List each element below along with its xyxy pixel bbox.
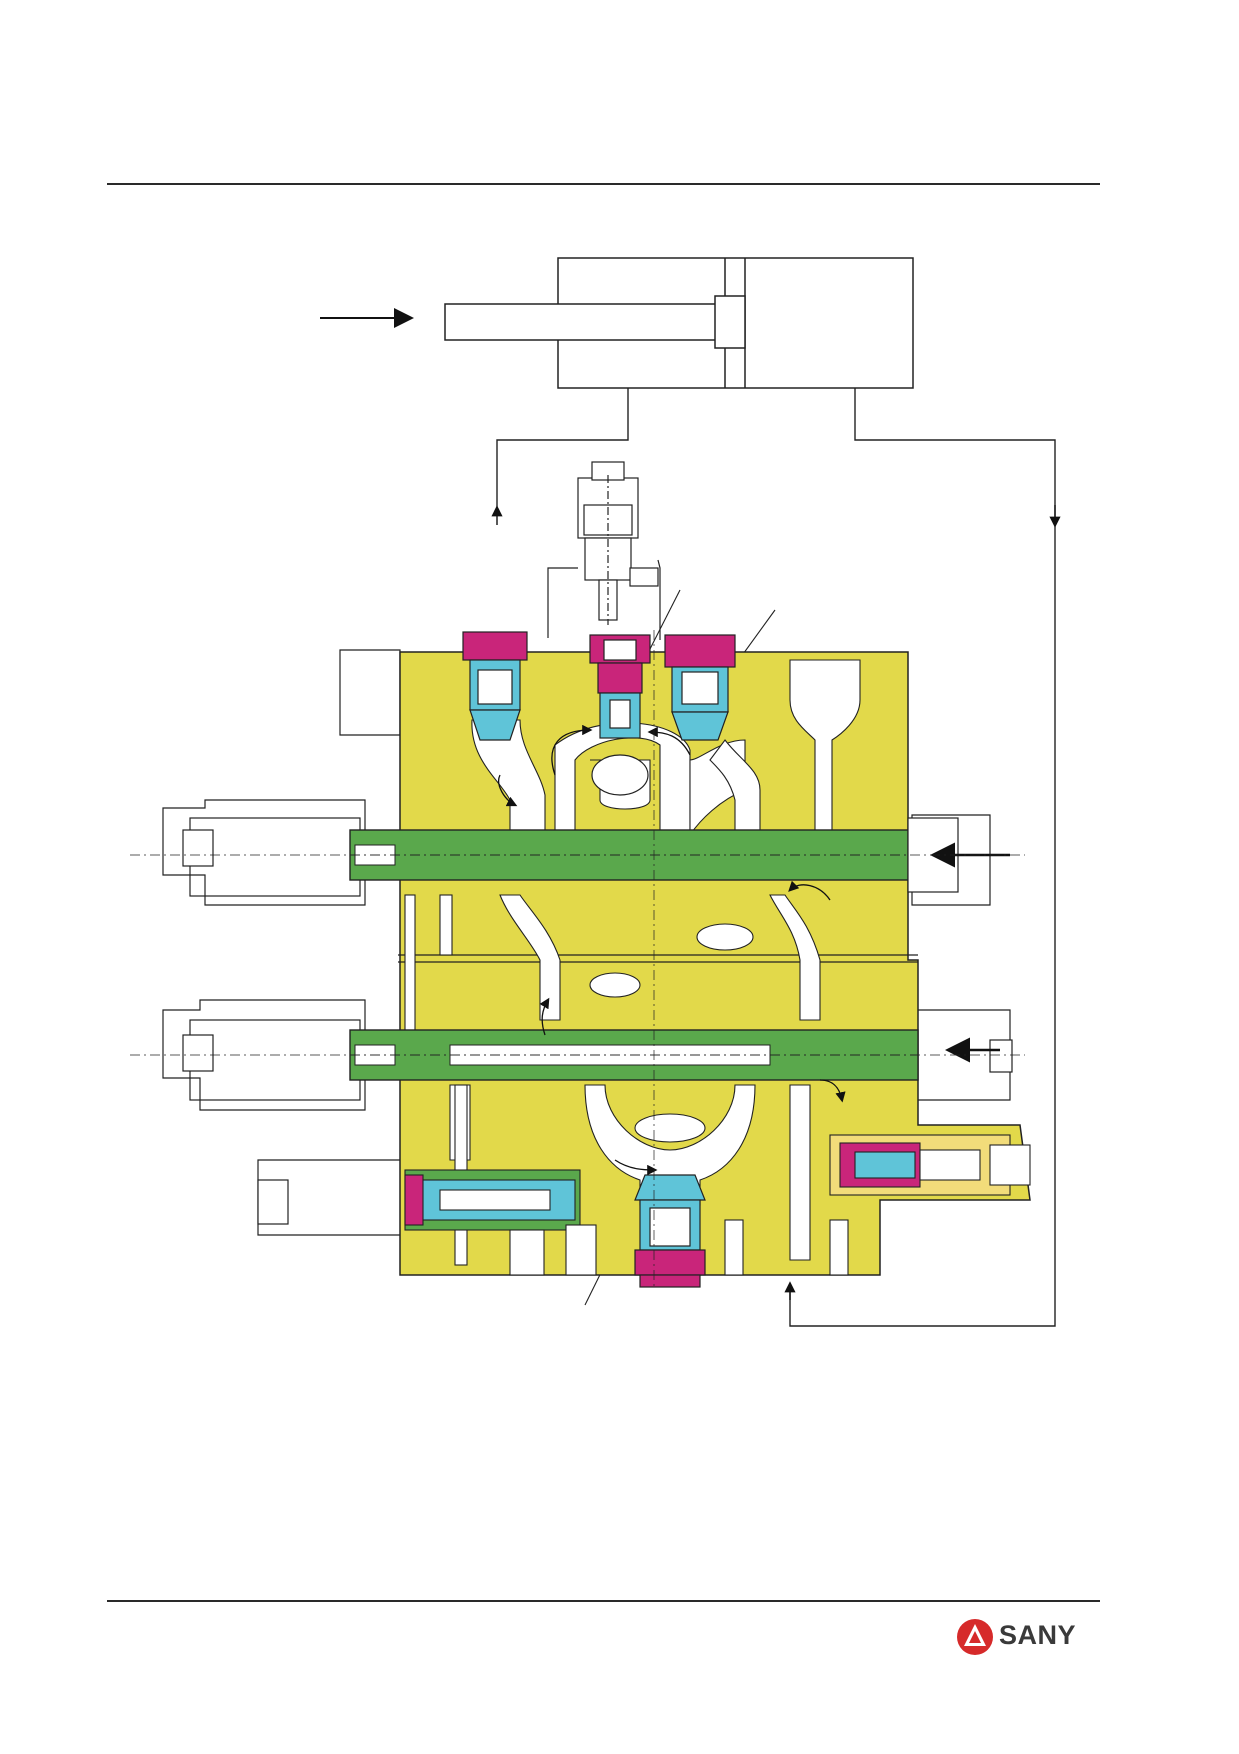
relief-valve-right bbox=[829, 1134, 1031, 1196]
pilot-spool-left bbox=[404, 1169, 581, 1231]
brand-name: SANY bbox=[999, 1620, 1077, 1650]
centerlines bbox=[130, 630, 1025, 1290]
header-rule bbox=[107, 183, 1100, 185]
footer-rule bbox=[107, 1600, 1100, 1602]
flow-arrow-icon bbox=[498, 724, 846, 1176]
sany-logo: SANY bbox=[955, 1617, 1105, 1659]
hydraulic-lines bbox=[496, 388, 1056, 1327]
check-valve-center bbox=[589, 634, 651, 796]
check-valve-left bbox=[462, 631, 528, 741]
pilot-valve-top bbox=[547, 461, 661, 640]
sany-logo-mark-icon bbox=[957, 1619, 993, 1655]
internal-passages bbox=[404, 659, 861, 1266]
check-valve-right bbox=[664, 634, 736, 741]
bottom-plugs bbox=[509, 1219, 849, 1276]
left-spring-housings bbox=[162, 649, 406, 1236]
hydraulic-cylinder bbox=[444, 257, 914, 389]
piston-rod bbox=[444, 303, 726, 341]
check-valve-bottom bbox=[634, 1174, 706, 1288]
